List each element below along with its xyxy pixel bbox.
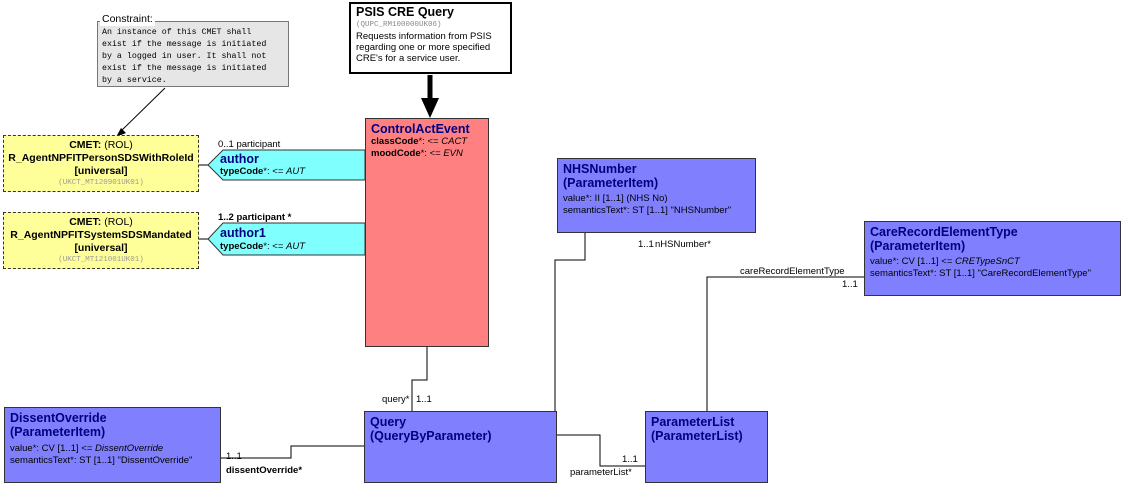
- dissent-role-label: dissentOverride*: [226, 465, 303, 476]
- parameter-list-role-label: parameterList*: [570, 467, 632, 478]
- class-attribute: semanticsText*: ST [1..1] "CareRecordEle…: [870, 268, 1091, 279]
- nhs-role-label: nHSNumber*: [655, 239, 711, 250]
- attr-name: typeCode: [220, 241, 264, 252]
- interaction-description-line: Requests information from PSIS: [356, 31, 492, 42]
- cmet-type-line: CMET: (ROL): [4, 139, 198, 152]
- attr-value: CRETypeSnCT: [955, 256, 1020, 267]
- constraint-line: exist if the message is initiated: [102, 64, 267, 73]
- attr-name: moodCode: [371, 148, 421, 159]
- nhs-number-class: NHSNumber (ParameterItem) value*: II [1.…: [557, 158, 756, 233]
- constraint-line: by a service.: [102, 76, 167, 85]
- query-link: [411, 347, 428, 411]
- parameter-list-link: [557, 434, 645, 467]
- parameter-list-class: ParameterList (ParameterList): [645, 411, 768, 483]
- attr-value: CACT: [441, 136, 468, 147]
- care-record-element-type-class: CareRecordElementType (ParameterItem) va…: [864, 221, 1121, 296]
- interaction-id: (QUPC_RM100000UK06): [356, 21, 442, 29]
- attr-operator: *: <=: [418, 136, 442, 147]
- interaction-description-line: regarding one or more specified: [356, 42, 491, 53]
- care-record-link: [706, 276, 864, 411]
- attr-value: EVN: [443, 148, 463, 159]
- attr-operator: *: <=: [263, 241, 287, 252]
- class-title: NHSNumber: [563, 162, 637, 176]
- cmet-qualifier: [universal]: [74, 242, 128, 254]
- cmet-id: (UKCT_MT121001UK01): [58, 256, 144, 264]
- cmet-type-line: CMET: (ROL): [4, 216, 198, 229]
- cmet-type-value: (ROL): [101, 139, 133, 151]
- class-attribute: value*: II [1..1] (NHS No): [563, 193, 668, 204]
- attr-operator: *: <=: [420, 148, 444, 159]
- interaction-description: Requests information from PSIS regarding…: [356, 31, 505, 64]
- author1-name: author1: [220, 226, 266, 240]
- attr-operator: *: <=: [263, 166, 287, 177]
- constraint-line: by a logged in user. It shall not: [102, 52, 267, 61]
- care-cardinality-label: 1..1: [842, 279, 858, 290]
- interaction-title: PSIS CRE Query: [356, 5, 454, 19]
- constraint-line: An instance of this CMET shall: [102, 28, 252, 37]
- cmet-system-sds: CMET: (ROL) R_AgentNPFITSystemSDSMandate…: [3, 212, 199, 269]
- attr-name: classCode: [371, 136, 419, 147]
- class-attribute: classCode*: <= CACT: [371, 136, 483, 148]
- parameter-list-cardinality-label: 1..1: [622, 454, 638, 465]
- interaction-box: PSIS CRE Query (QUPC_RM100000UK06) Reque…: [349, 2, 512, 74]
- author-name: author: [220, 152, 259, 166]
- author-cardinality: 0..1 participant: [218, 139, 281, 150]
- query-cardinality-label: 1..1: [416, 394, 432, 405]
- class-subtitle: (ParameterList): [651, 429, 743, 443]
- dissent-link: [221, 445, 364, 459]
- class-subtitle: (ParameterItem): [870, 239, 966, 253]
- nhs-number-link: [554, 233, 586, 411]
- class-attribute: value*: CV [1..1] <= DissentOverride: [10, 443, 215, 455]
- care-role-label: careRecordElementType: [740, 266, 845, 277]
- class-title: CareRecordElementType: [870, 225, 1018, 239]
- attr-text: value*: CV [1..1] <=: [870, 256, 956, 267]
- cmet-type-label: CMET:: [69, 139, 102, 151]
- class-attribute: semanticsText*: ST [1..1] "NHSNumber": [563, 205, 732, 216]
- constraint-line: exist if the message is initiated: [102, 40, 267, 49]
- cmet-person-sds: CMET: (ROL) R_AgentNPFITPersonSDSWithRol…: [3, 135, 199, 192]
- query-role-label: query*: [382, 394, 410, 405]
- class-subtitle: (QueryByParameter): [370, 429, 492, 443]
- cmet-qualifier: [universal]: [74, 165, 128, 177]
- class-attribute: semanticsText*: ST [1..1] "DissentOverri…: [10, 455, 193, 466]
- cmet-type-label: CMET:: [69, 216, 102, 228]
- attr-value: AUT: [286, 166, 306, 177]
- class-title: ParameterList: [651, 415, 735, 429]
- author1-typecode: typeCode*: <= AUT: [220, 241, 305, 253]
- author1-cardinality: 1..2 participant *: [218, 212, 292, 223]
- cmet-name: R_AgentNPFITSystemSDSMandated: [10, 229, 192, 241]
- class-title: DissentOverride: [10, 411, 107, 425]
- interaction-description-line: CRE's for a service user.: [356, 53, 461, 64]
- cmet-id: (UKCT_MT120901UK01): [58, 179, 144, 187]
- attr-text: value*: CV [1..1] <=: [10, 443, 96, 454]
- class-attribute: value*: CV [1..1] <= CRETypeSnCT: [870, 256, 1115, 268]
- control-act-event-class: ControlActEvent classCode*: <= CACT mood…: [365, 118, 489, 347]
- attr-name: typeCode: [220, 166, 264, 177]
- constraint-note: An instance of this CMET shall exist if …: [97, 21, 289, 87]
- constraint-arrow-line: [119, 87, 166, 133]
- dissent-cardinality-label: 1..1: [226, 451, 242, 462]
- class-title: Query: [370, 415, 407, 429]
- class-subtitle: (ParameterItem): [563, 176, 659, 190]
- constraint-label: Constraint:: [100, 13, 155, 26]
- cmet-name: R_AgentNPFITPersonSDSWithRoleId: [8, 152, 194, 164]
- dissent-override-class: DissentOverride (ParameterItem) value*: …: [4, 407, 221, 483]
- attr-value: AUT: [286, 241, 306, 252]
- cmet-type-value: (ROL): [101, 216, 133, 228]
- nhs-cardinality-label: 1..1: [638, 239, 654, 250]
- class-title: ControlActEvent: [371, 122, 470, 136]
- attr-value: DissentOverride: [95, 443, 164, 454]
- query-class: Query (QueryByParameter): [364, 411, 557, 483]
- constraint-arrowhead: [116, 128, 126, 137]
- class-subtitle: (ParameterItem): [10, 425, 106, 439]
- class-attribute: moodCode*: <= EVN: [371, 148, 483, 160]
- interaction-arrowhead: [421, 98, 439, 118]
- author-typecode: typeCode*: <= AUT: [220, 166, 305, 178]
